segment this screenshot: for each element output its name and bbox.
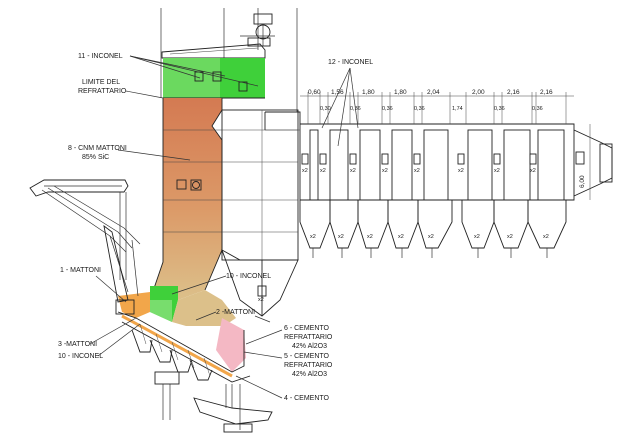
tube-bank-4 — [391, 129, 413, 201]
dim-top-7: 2,16 — [507, 89, 520, 96]
x2-bank-g: x2 — [494, 168, 500, 174]
lower-furnace — [117, 286, 273, 433]
x2-bank-a: x2 — [302, 168, 308, 174]
label-inconel-10-low: 10 - INCONEL — [58, 353, 103, 360]
label-cemento-4: 4 - CEMENTO — [284, 395, 330, 402]
x2-bank-b: x2 — [320, 168, 326, 174]
label-inconel-12: 12 - INCONEL — [328, 59, 373, 66]
dim-gap-4: 0,36 — [414, 106, 425, 112]
x2-bank-e: x2 — [414, 168, 420, 174]
x2-hopper-g: x2 — [507, 234, 513, 240]
cement-5-zone — [216, 318, 246, 372]
label-cemento-6-1: 6 - CEMENTO — [284, 325, 330, 332]
furnace-shaft — [149, 8, 298, 305]
label-inconel-11: 11 - INCONEL — [78, 53, 123, 60]
dim-gap-7: 0,36 — [532, 106, 543, 112]
x2-bank-d: x2 — [382, 168, 388, 174]
dim-top-6: 2,00 — [472, 89, 485, 96]
label-mattoni-1: 1 - MATTONI — [60, 267, 101, 274]
label-cemento-6-3: 42% Al2O3 — [292, 343, 327, 350]
x2-label-duct: x2 — [258, 297, 264, 303]
tube-bank-3 — [359, 129, 381, 201]
second-pass: x2 — [221, 109, 299, 323]
refractory-8-zone — [150, 98, 222, 300]
tube-bank-8 — [537, 129, 565, 201]
x2-hopper-c: x2 — [367, 234, 373, 240]
x2-bank-f: x2 — [458, 168, 464, 174]
tube-bank-5 — [423, 129, 449, 201]
tube-bank-1 — [309, 129, 319, 201]
label-cnm-1: 8 - CNM MATTONI — [68, 145, 127, 152]
dim-gap-5: 1,74 — [452, 106, 463, 112]
tube-bank-2 — [329, 129, 349, 201]
x2-hopper-a: x2 — [310, 234, 316, 240]
label-cemento-5-2: REFRATTARIO — [284, 362, 333, 369]
label-cemento-6-2: REFRATTARIO — [284, 334, 333, 341]
convective-section: x2 x2 x2 x2 x2 x2 x2 x2 x2 — [264, 89, 613, 258]
dim-height: 6,00 — [579, 175, 586, 188]
label-cnm-2: 85% SiC — [82, 154, 109, 161]
dim-top-3: 1,80 — [362, 89, 375, 96]
label-limite-1: LIMITE DEL — [82, 79, 120, 86]
x2-bank-h: x2 — [530, 168, 536, 174]
tube-bank-7 — [503, 129, 531, 201]
dim-gap-3: 0,36 — [382, 106, 393, 112]
dim-top-1: 0,60 — [308, 89, 321, 96]
label-mattoni-3: 3 -MATTONI — [58, 341, 97, 348]
x2-hopper-d: x2 — [398, 234, 404, 240]
tube-bank-6 — [467, 129, 493, 201]
label-cemento-5-3: 42% Al2O3 — [292, 371, 327, 378]
feed-conveyor — [29, 179, 141, 315]
x2-hopper-b: x2 — [338, 234, 344, 240]
dim-top-4: 1,80 — [394, 89, 407, 96]
annotations: 11 - INCONEL LIMITE DEL REFRATTARIO 8 - … — [58, 53, 373, 402]
dim-top-2: 1,56 — [331, 89, 344, 96]
label-limite-2: REFRATTARIO — [78, 88, 127, 95]
x2-hopper-h: x2 — [543, 234, 549, 240]
dim-top-5: 2,04 — [427, 89, 440, 96]
label-inconel-10-mid: 10 - INCONEL — [226, 273, 271, 280]
x2-hopper-e: x2 — [428, 234, 434, 240]
label-mattoni-2: 2 -MATTONI — [216, 309, 255, 316]
label-cemento-5-1: 5 - CEMENTO — [284, 353, 330, 360]
dim-gap-1: 0,30 — [320, 106, 331, 112]
dim-top-8: 2,16 — [540, 89, 553, 96]
x2-bank-c: x2 — [350, 168, 356, 174]
dim-gap-6: 0,36 — [494, 106, 505, 112]
x2-hopper-f: x2 — [474, 234, 480, 240]
